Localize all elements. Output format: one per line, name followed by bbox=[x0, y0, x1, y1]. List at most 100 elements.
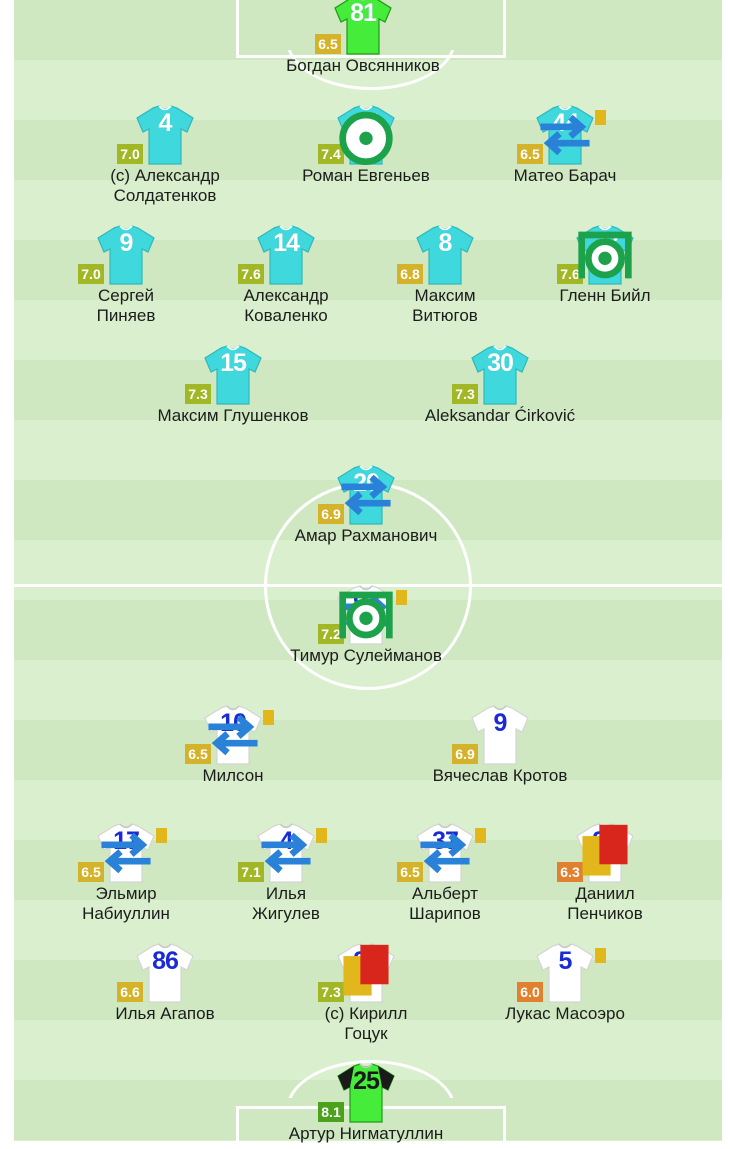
substitution-icon bbox=[261, 832, 311, 874]
player-name: Aleksandar Ćirković bbox=[400, 406, 600, 426]
player-name-line: (c) Кирилл bbox=[324, 1004, 408, 1023]
yellow-card-icon bbox=[316, 828, 327, 843]
player-name-line: Жигулев bbox=[252, 904, 320, 923]
player-name-line: Гленн Бийл bbox=[559, 286, 651, 305]
bottom-strip bbox=[0, 1141, 730, 1149]
player-name-line: Пенчиков bbox=[567, 904, 643, 923]
player-name-line: Гоцук bbox=[344, 1024, 388, 1043]
player-name-line: Коваленко bbox=[244, 306, 328, 325]
shirt-number: 4 bbox=[158, 109, 173, 137]
rating-badge: 7.3 bbox=[185, 384, 211, 404]
shirt-number: 30 bbox=[487, 349, 514, 377]
player-name-line: Пиняев bbox=[96, 306, 156, 325]
yellow-card-icon bbox=[475, 828, 486, 843]
shirt-number: 86 bbox=[152, 947, 179, 975]
rating-badge: 7.2 bbox=[318, 624, 344, 644]
player-name: Матео Барач bbox=[465, 166, 665, 186]
rating-badge: 7.0 bbox=[117, 144, 143, 164]
shirt-number: 5 bbox=[558, 947, 573, 975]
shirt: 247.4 bbox=[318, 104, 396, 166]
player-name: Вячеслав Кротов bbox=[400, 766, 600, 786]
rating-badge: 6.0 bbox=[517, 982, 543, 1002]
player-name: Максим Глушенков bbox=[133, 406, 333, 426]
player-name-line: Лукас Масоэро bbox=[505, 1004, 625, 1023]
rating-badge: 6.3 bbox=[557, 862, 583, 882]
rating-badge: 6.6 bbox=[117, 982, 143, 1002]
goal-icon bbox=[578, 231, 632, 279]
shirt-icon bbox=[471, 705, 529, 765]
substitution-icon bbox=[208, 714, 258, 756]
yellow-card-icon bbox=[156, 828, 167, 843]
rating-badge: 7.1 bbox=[238, 862, 264, 882]
shirt-icon bbox=[136, 943, 194, 1003]
rating-badge: 7.0 bbox=[78, 264, 104, 284]
player-name: Богдан Овсянников bbox=[263, 56, 463, 76]
player-name-line: Эльмир bbox=[95, 884, 157, 903]
player-name-line: Артур Нигматуллин bbox=[288, 1124, 444, 1143]
rating-badge: 7.6 bbox=[238, 264, 264, 284]
player-name-line: Матео Барач bbox=[513, 166, 617, 185]
rating-badge: 7.3 bbox=[452, 384, 478, 404]
substitution-icon bbox=[540, 114, 590, 156]
shirt-icon bbox=[471, 345, 529, 405]
player-name-line: Шарипов bbox=[409, 904, 481, 923]
rating-badge: 7.3 bbox=[318, 982, 344, 1002]
shirt-number: 81 bbox=[350, 0, 377, 27]
shirt-icon bbox=[536, 943, 594, 1003]
shirt-icon bbox=[337, 1063, 395, 1123]
shirt-number: 9 bbox=[493, 709, 508, 737]
player-name-line: Альберт bbox=[412, 884, 478, 903]
player-name-line: Aleksandar Ćirković bbox=[424, 406, 576, 425]
shirt-icon bbox=[204, 345, 262, 405]
red-card-icon bbox=[582, 824, 628, 876]
player-name-line: Даниил bbox=[575, 884, 635, 903]
rating-badge: 6.5 bbox=[397, 862, 423, 882]
rating-badge: 6.5 bbox=[315, 34, 341, 54]
player-name-line: Солдатенков bbox=[113, 186, 217, 205]
shirt-number: 15 bbox=[220, 349, 247, 377]
shirt-number: 8 bbox=[438, 229, 453, 257]
substitution-icon bbox=[341, 474, 391, 516]
shirt-icon bbox=[257, 225, 315, 285]
right-margin bbox=[724, 0, 730, 1149]
shirt: 247.3 bbox=[318, 942, 396, 1004]
yellow-card-icon bbox=[263, 710, 274, 725]
player-name-line: Вячеслав Кротов bbox=[432, 766, 568, 785]
